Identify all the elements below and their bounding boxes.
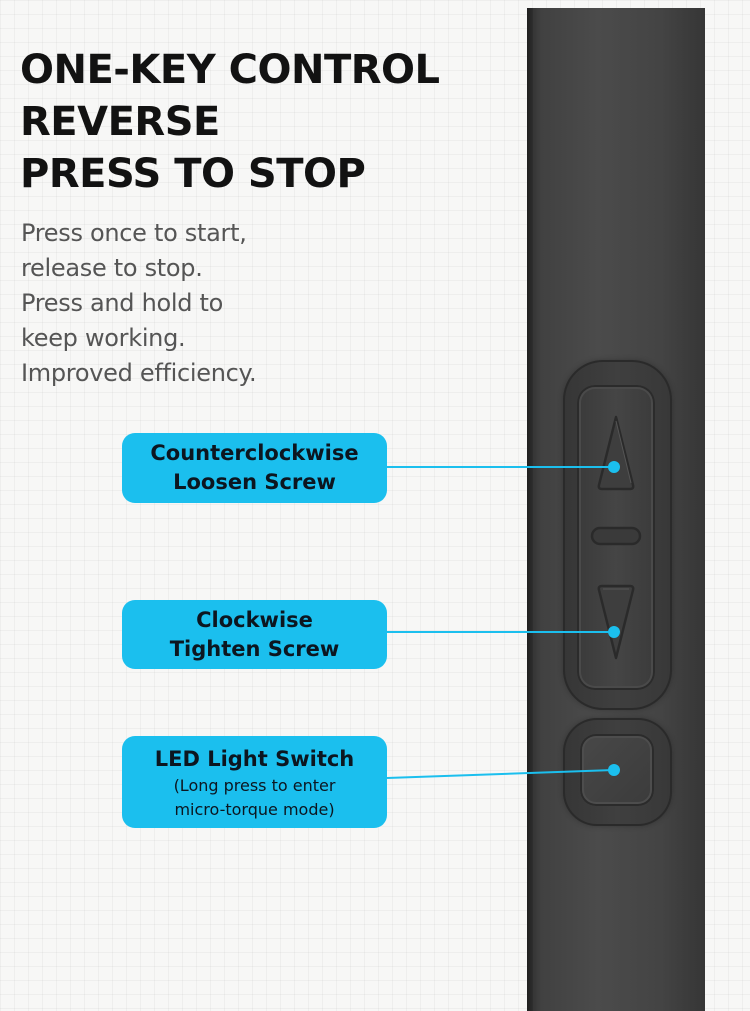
- callout-clockwise: Clockwise Tighten Screw: [122, 600, 387, 669]
- triangle-down-icon: [597, 584, 635, 660]
- led-light-switch-button[interactable]: [580, 734, 654, 806]
- rocker-button-arrows: [590, 415, 642, 660]
- callout-clockwise-title: Clockwise: [196, 608, 313, 632]
- description-line-1: Press once to start,: [21, 219, 247, 247]
- callout-led-note-2: micro-torque mode): [174, 800, 335, 819]
- headline-line-2: REVERSE: [20, 99, 220, 145]
- description-line-4: keep working.: [21, 324, 186, 352]
- headline-line-3: PRESS TO STOP: [20, 151, 366, 197]
- triangle-up-icon: [597, 415, 635, 491]
- headline-line-1: ONE-KEY CONTROL: [20, 47, 440, 93]
- description-line-3: Press and hold to: [21, 289, 223, 317]
- description-line-5: Improved efficiency.: [21, 359, 257, 387]
- counterclockwise-button[interactable]: [597, 415, 635, 491]
- callout-led: LED Light Switch (Long press to enter mi…: [122, 736, 387, 828]
- callout-led-title: LED Light Switch: [154, 747, 355, 771]
- callout-counterclockwise-subtitle: Loosen Screw: [173, 470, 336, 494]
- callout-counterclockwise: Counterclockwise Loosen Screw: [122, 433, 387, 503]
- description: Press once to start, release to stop. Pr…: [21, 216, 257, 391]
- clockwise-button[interactable]: [597, 584, 635, 660]
- callout-counterclockwise-title: Counterclockwise: [150, 441, 359, 465]
- rocker-divider: [590, 526, 642, 546]
- headline: ONE-KEY CONTROL REVERSE PRESS TO STOP: [20, 44, 440, 200]
- callout-clockwise-subtitle: Tighten Screw: [169, 637, 340, 661]
- callout-led-note-1: (Long press to enter: [173, 776, 336, 795]
- description-line-2: release to stop.: [21, 254, 203, 282]
